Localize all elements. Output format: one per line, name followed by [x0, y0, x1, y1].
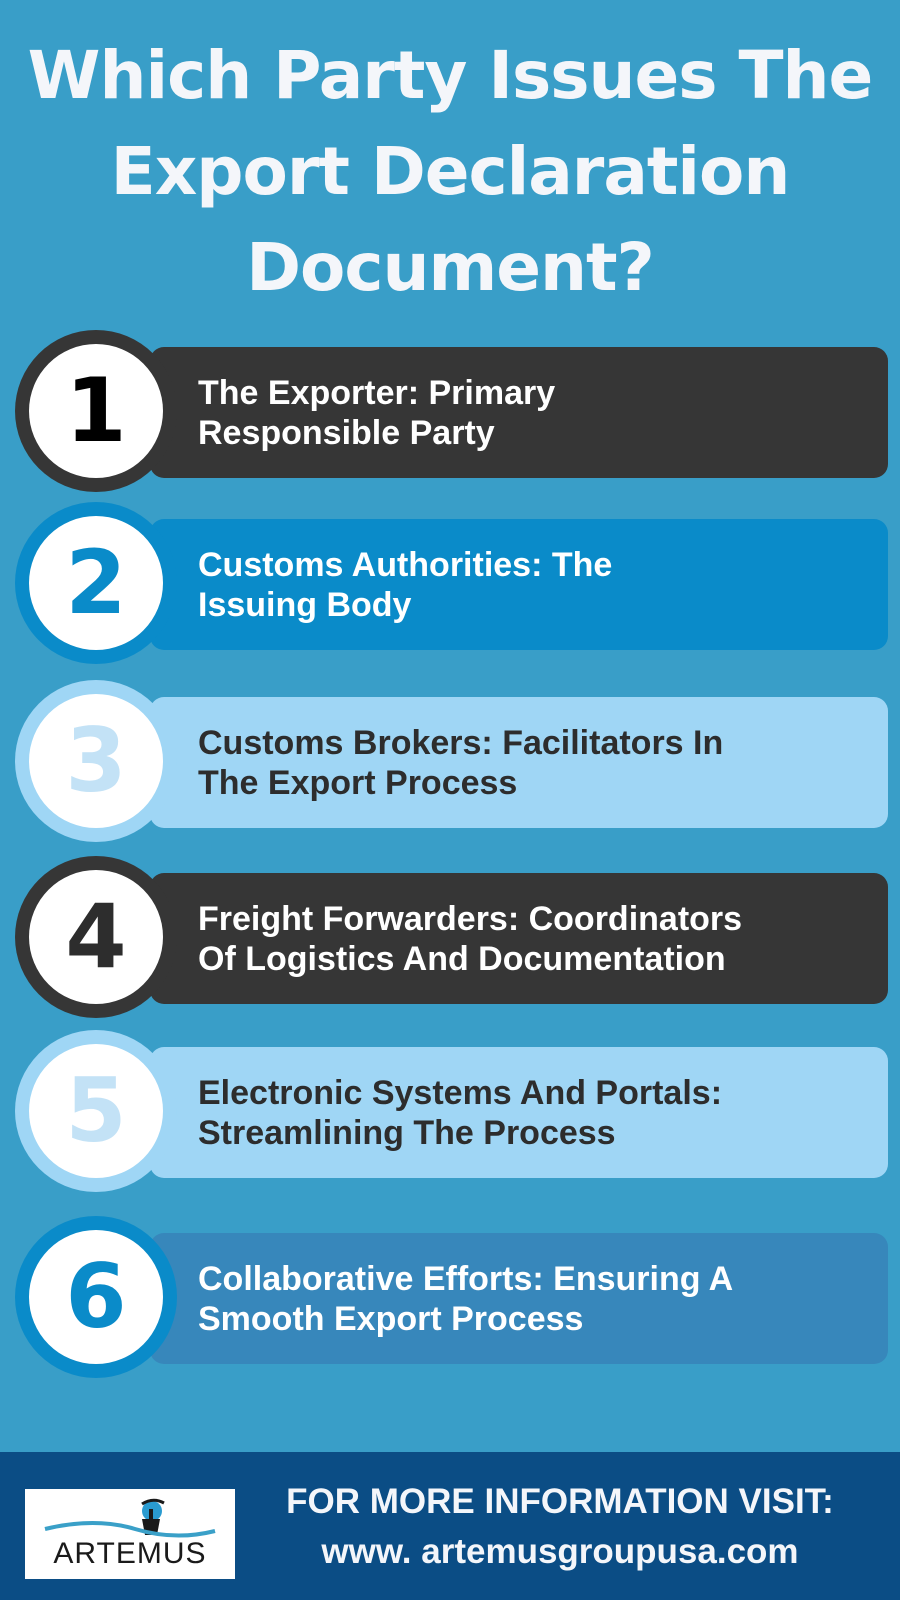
item-number: 1	[65, 359, 127, 462]
logo-text: ARTEMUS	[53, 1537, 207, 1570]
item-bar: Freight Forwarders: Coordinators Of Logi…	[150, 873, 888, 1004]
title-line-1: Which Party Issues The	[27, 37, 874, 114]
item-bar: Collaborative Efforts: Ensuring A Smooth…	[150, 1233, 888, 1364]
item-text-line-1: The Exporter: Primary	[198, 373, 556, 412]
item-text: Electronic Systems And Portals: Streamli…	[198, 1073, 878, 1153]
title-line-3: Document?	[246, 229, 655, 306]
page-title: Which Party Issues The Export Declaratio…	[0, 28, 900, 316]
item-bar: Electronic Systems And Portals: Streamli…	[150, 1047, 888, 1178]
number-badge: 6	[15, 1216, 177, 1378]
item-text-line-1: Customs Authorities: The	[198, 545, 613, 584]
item-number: 2	[65, 531, 127, 634]
item-bar: Customs Authorities: The Issuing Body	[150, 519, 888, 650]
item-text-line-1: Freight Forwarders: Coordinators	[198, 899, 743, 938]
footer: ARTEMUS FOR MORE INFORMATION VISIT: www.…	[0, 1452, 900, 1600]
list-item-1: The Exporter: Primary Responsible Party …	[0, 330, 900, 492]
item-text: Freight Forwarders: Coordinators Of Logi…	[198, 899, 878, 979]
item-number: 4	[65, 885, 127, 988]
number-badge: 4	[15, 856, 177, 1018]
footer-website-link[interactable]: www. artemusgroupusa.com	[321, 1532, 799, 1571]
ship-wave-icon	[44, 1498, 216, 1538]
item-text-line-1: Customs Brokers: Facilitators In	[198, 723, 724, 762]
item-text-line-2: The Export Process	[198, 763, 518, 802]
list-item-3: Customs Brokers: Facilitators In The Exp…	[0, 680, 900, 842]
item-text-line-2: Streamlining The Process	[198, 1113, 616, 1152]
item-text: Collaborative Efforts: Ensuring A Smooth…	[198, 1259, 878, 1339]
item-text: Customs Authorities: The Issuing Body	[198, 545, 878, 625]
item-text-line-2: Issuing Body	[198, 585, 412, 624]
item-number: 3	[65, 709, 127, 812]
item-number: 5	[65, 1059, 127, 1162]
item-text-line-2: Of Logistics And Documentation	[198, 939, 726, 978]
item-bar: The Exporter: Primary Responsible Party	[150, 347, 888, 478]
list-item-2: Customs Authorities: The Issuing Body 2	[0, 502, 900, 664]
item-bar: Customs Brokers: Facilitators In The Exp…	[150, 697, 888, 828]
item-number: 6	[65, 1245, 127, 1348]
artemus-logo[interactable]: ARTEMUS	[25, 1489, 235, 1579]
number-badge: 3	[15, 680, 177, 842]
title-line-2: Export Declaration	[110, 133, 791, 210]
list-item-5: Electronic Systems And Portals: Streamli…	[0, 1030, 900, 1192]
number-badge: 2	[15, 502, 177, 664]
list-item-4: Freight Forwarders: Coordinators Of Logi…	[0, 856, 900, 1018]
item-text: Customs Brokers: Facilitators In The Exp…	[198, 723, 878, 803]
item-text: The Exporter: Primary Responsible Party	[198, 373, 878, 453]
item-text-line-1: Electronic Systems And Portals:	[198, 1073, 723, 1112]
item-text-line-2: Smooth Export Process	[198, 1299, 584, 1338]
number-badge: 1	[15, 330, 177, 492]
item-text-line-2: Responsible Party	[198, 413, 495, 452]
footer-cta: FOR MORE INFORMATION VISIT:	[286, 1482, 834, 1521]
list-item-6: Collaborative Efforts: Ensuring A Smooth…	[0, 1216, 900, 1378]
item-text-line-1: Collaborative Efforts: Ensuring A	[198, 1259, 734, 1298]
number-badge: 5	[15, 1030, 177, 1192]
